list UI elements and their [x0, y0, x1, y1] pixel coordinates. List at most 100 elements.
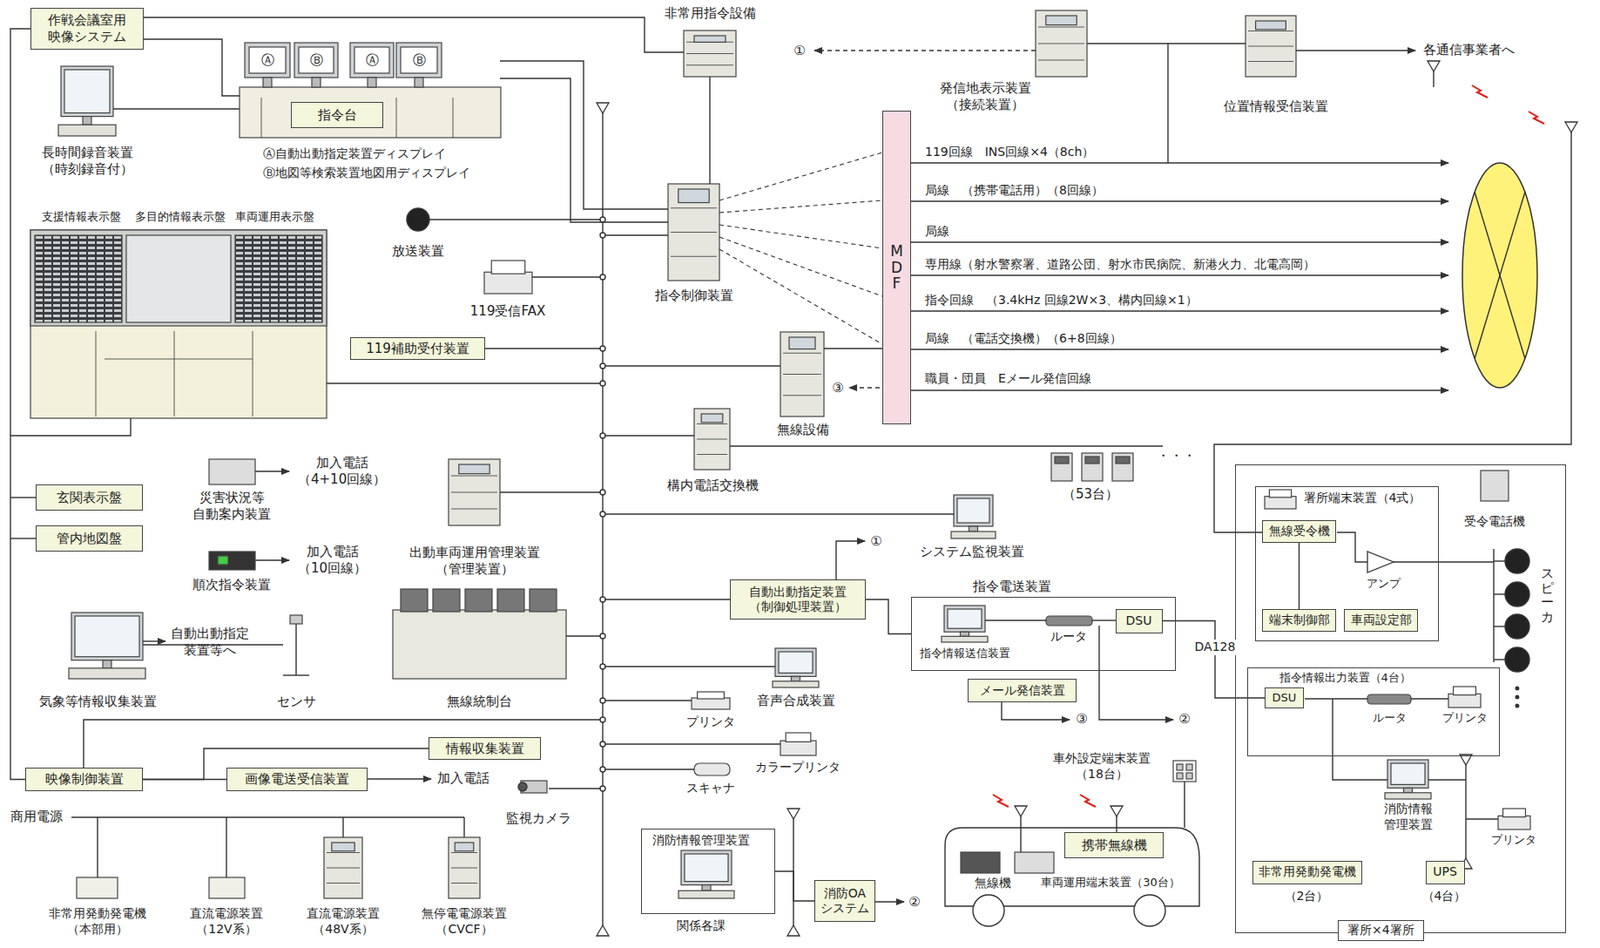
label: 非常用発動発電機 （本部用）	[48, 905, 147, 937]
wire	[911, 348, 1449, 350]
label: カラープリンタ	[755, 759, 841, 776]
box-text: 119補助受付装置	[365, 340, 470, 358]
label-holder: 非常用指令設備	[664, 5, 757, 22]
cabinet-line	[451, 508, 498, 510]
cabinet-line	[1248, 30, 1294, 32]
text-line: 管理装置	[1383, 816, 1433, 831]
label-holder: 長時間録音装置 （時刻録音付）	[41, 144, 134, 178]
label: ルータ	[1372, 710, 1407, 725]
label: 無線機	[974, 875, 1012, 892]
wire	[342, 816, 344, 838]
label-holder: システム監視装置	[919, 543, 1025, 561]
label-holder: ①	[793, 42, 805, 60]
label: 受令電話機	[1464, 513, 1526, 530]
wheel	[1134, 894, 1166, 926]
monitor	[294, 42, 338, 78]
label-holder: 局線 （電話交換機）（6+8回線）	[924, 330, 1122, 347]
box-text: 携帯無線機	[1081, 837, 1148, 854]
label-holder: 119受信FAX	[470, 303, 546, 320]
stand	[791, 675, 801, 681]
text-line: 消防情報	[1383, 801, 1433, 816]
cabinet-line	[783, 373, 822, 375]
system-box: 作戦会議室用 映像システム	[30, 7, 144, 50]
label: 災害状況等 自動案内装置	[192, 489, 271, 523]
label-holder: ②	[908, 893, 920, 911]
label-holder: ・・・	[1156, 447, 1196, 465]
device-box: 非常用発動発電機	[1252, 860, 1363, 885]
junction	[600, 363, 606, 369]
text-line: 災害状況等	[199, 489, 265, 506]
wire	[255, 470, 290, 472]
monitor	[396, 42, 442, 78]
text-line: （18台）	[1075, 766, 1128, 781]
stand	[82, 116, 92, 126]
wire	[602, 665, 776, 667]
wire	[911, 310, 1449, 311]
wire	[499, 78, 669, 223]
label: 無線設備	[776, 421, 830, 439]
panel	[789, 337, 816, 350]
antenna	[787, 808, 800, 819]
paper	[1503, 808, 1526, 817]
text-line: 直流電源装置	[306, 905, 380, 920]
console-line	[261, 97, 263, 138]
label-holder: 監視カメラ	[506, 810, 572, 827]
label: 位置情報受信装置	[1223, 98, 1329, 115]
wire	[602, 598, 730, 600]
cabinet-line	[451, 851, 478, 853]
cabinet-line	[670, 231, 717, 233]
cabinet-line	[451, 867, 478, 869]
junction	[600, 345, 606, 352]
radio-unit	[465, 588, 493, 612]
box-text: 消防OA システム	[820, 885, 870, 917]
label-holder: 車両運用表示盤	[235, 209, 315, 224]
wheel	[972, 894, 1005, 926]
handset	[1054, 456, 1069, 464]
box-text: 指令台	[317, 107, 358, 124]
cabinet	[694, 408, 730, 470]
box-text: 車両設定部	[1350, 612, 1412, 628]
junction	[600, 232, 606, 238]
label: 直流電源装置 （48V系）	[306, 905, 380, 937]
label-holder: アンプ	[1366, 576, 1401, 591]
wire	[1086, 42, 1246, 44]
wire	[429, 218, 603, 220]
label-holder: 出動車両運用管理装置 （管理装置）	[409, 544, 541, 578]
wire	[10, 496, 36, 498]
vehicle-body	[945, 827, 1200, 906]
base	[1384, 792, 1432, 799]
label: 指令制御装置	[654, 287, 734, 304]
screen	[947, 608, 982, 628]
edge-label: DA128	[1192, 639, 1239, 655]
stand	[311, 77, 321, 88]
wire	[143, 17, 684, 53]
label-holder: 非常用発動発電機 （本部用）	[48, 905, 147, 937]
device-box: 消防OA システム	[814, 879, 876, 922]
label-holder: 加入電話	[437, 769, 490, 787]
telephone	[1051, 452, 1073, 481]
wire	[602, 742, 781, 744]
sensor-pole	[295, 620, 297, 676]
box-text: 指令電送装置	[972, 578, 1052, 595]
monitor	[681, 850, 732, 885]
label-holder: 多目的情報表示盤	[135, 209, 226, 224]
connector	[10, 28, 31, 780]
console-line	[452, 97, 454, 138]
label-holder: 無停電電源装置 （CVCF）	[421, 905, 507, 937]
label: プリンタ	[1442, 710, 1488, 725]
label: 各通信事業者へ	[1423, 41, 1515, 59]
junction	[600, 432, 606, 439]
label: 多目的情報表示盤	[135, 209, 226, 224]
display-board	[30, 229, 327, 419]
terminal	[1014, 851, 1054, 873]
stand	[960, 631, 970, 636]
paper	[1453, 686, 1477, 696]
wire	[1099, 625, 1174, 720]
box-text: 非常用発動発電機	[1258, 864, 1357, 880]
screen	[74, 615, 140, 657]
wire	[602, 768, 695, 770]
label: 局線 （電話交換機）（6+8回線）	[924, 330, 1122, 347]
board-grid	[34, 235, 122, 323]
paper	[785, 732, 811, 742]
label: 支援情報表示盤	[41, 209, 122, 224]
